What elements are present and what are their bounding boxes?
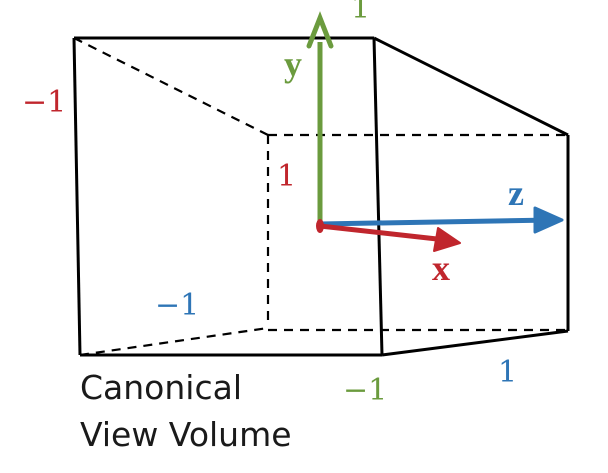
z-axis-line [319, 217, 553, 227]
y-axis [306, 11, 334, 224]
edge-left-vertical [72, 37, 82, 356]
z-near-bound-label: −1 [155, 288, 199, 323]
caption-line-2: View Volume [80, 415, 292, 454]
hidden-edge-top-diag [73, 37, 269, 136]
edge-top-right [373, 36, 569, 137]
edge-bottom-right [381, 329, 569, 357]
z-axis-arrowhead [533, 206, 564, 234]
x-axis [319, 223, 461, 252]
x-axis-label: x [432, 248, 450, 288]
x-axis-arrowhead [433, 227, 461, 252]
z-axis-label: z [508, 173, 524, 213]
edge-front-vertical [372, 37, 384, 356]
x-axis-line [319, 223, 447, 243]
y-axis-arrowhead [306, 11, 334, 49]
y-axis-label: y [284, 44, 302, 84]
x-near-right-bound-label: 1 [277, 159, 296, 194]
z-far-bound-label: 1 [498, 355, 517, 390]
solid-edges [72, 36, 570, 357]
origin-point [316, 219, 324, 233]
x-left-bound-label: −1 [22, 85, 66, 120]
y-top-bound-label: 1 [351, 0, 370, 26]
z-axis [319, 206, 564, 234]
hidden-edge-bottom-diag [79, 326, 269, 357]
y-bottom-bound-label: −1 [343, 373, 387, 408]
caption-line-1: Canonical [80, 368, 242, 407]
